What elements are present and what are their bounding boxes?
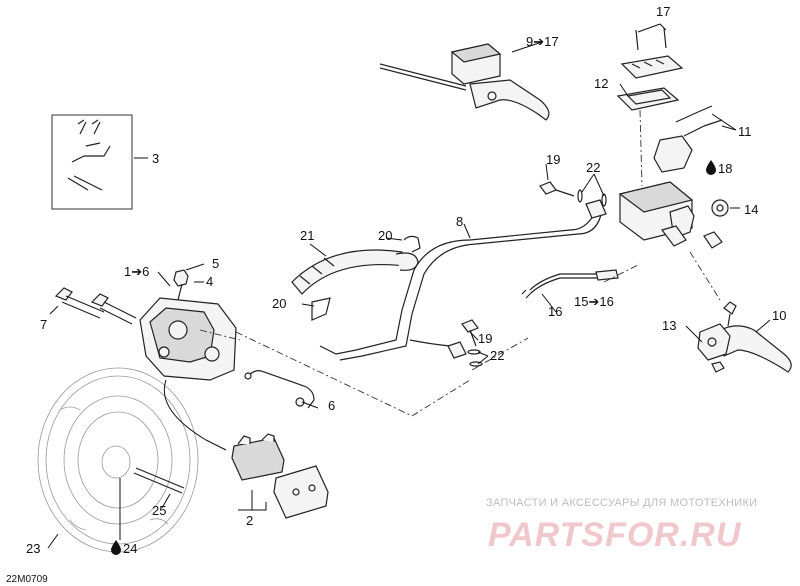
- pin-kit-box: [51, 114, 133, 210]
- callout-17: 17: [656, 4, 670, 19]
- leader-lines: [47, 23, 771, 549]
- banjo-bolt-upper: [539, 181, 607, 207]
- caliper-hose-clip: [244, 370, 315, 409]
- drop-icon: [706, 160, 716, 175]
- callout-20-top: 20: [378, 228, 392, 243]
- callout-1-6: 1➔6: [124, 264, 149, 279]
- master-cylinder: [618, 105, 729, 249]
- callout-20-low: 20: [272, 296, 286, 311]
- assembly-lines: [199, 329, 529, 417]
- callout-22-top: 22: [586, 160, 600, 175]
- watermark-subtitle: ЗАПЧАСТИ И АКСЕССУАРЫ ДЛЯ МОТОТЕХНИКИ: [486, 497, 757, 509]
- callout-22-low: 22: [490, 348, 504, 363]
- callout-19-top: 19: [546, 152, 560, 167]
- callout-10: 10: [772, 308, 786, 323]
- handlebar-group: [379, 43, 550, 121]
- brake-pads: [163, 379, 329, 519]
- svg-text:24: 24: [123, 541, 137, 556]
- callout-24: 24: [111, 540, 137, 556]
- callout-14: 14: [744, 202, 758, 217]
- reservoir-cover: [616, 27, 684, 187]
- callout-3: 3: [152, 151, 159, 166]
- callout-2: 2: [246, 513, 253, 528]
- callout-18: 18: [706, 160, 732, 176]
- callout-9-17: 9➔17: [526, 34, 559, 49]
- callout-8: 8: [456, 214, 463, 229]
- drop-icon: [111, 540, 121, 555]
- callout-12: 12: [594, 76, 608, 91]
- watermark: ЗАПЧАСТИ И АКСЕССУАРЫ ДЛЯ МОТОТЕХНИКИ PA…: [486, 497, 757, 554]
- brake-light-switch: [521, 263, 641, 299]
- brake-lever: [689, 251, 792, 373]
- svg-text:18: 18: [718, 161, 732, 176]
- callout-16: 16: [548, 304, 562, 319]
- protector-hose: [291, 235, 421, 321]
- brake-line: [319, 199, 607, 361]
- callout-4: 4: [206, 274, 213, 289]
- caliper-bolts: [54, 287, 137, 325]
- callout-13: 13: [662, 318, 676, 333]
- brake-disc: [37, 367, 199, 553]
- watermark-logo: PARTSFOR.RU: [488, 516, 742, 554]
- pad-pin: [133, 467, 185, 494]
- callout-19-low: 19: [478, 331, 492, 346]
- callout-23: 23: [26, 541, 40, 556]
- callout-21: 21: [300, 228, 314, 243]
- brake-caliper: [139, 269, 237, 381]
- callout-15-16: 15➔16: [574, 294, 614, 309]
- callout-labels: 3 1➔6 5 4 7 6 2 25 23 24 21 20 20 8 19 2…: [26, 4, 786, 556]
- callout-11: 11: [738, 124, 752, 139]
- callout-25: 25: [152, 503, 166, 518]
- callout-5: 5: [212, 256, 219, 271]
- callout-6: 6: [328, 398, 335, 413]
- drawing-code: 22M0709: [6, 574, 48, 585]
- callout-7: 7: [40, 317, 47, 332]
